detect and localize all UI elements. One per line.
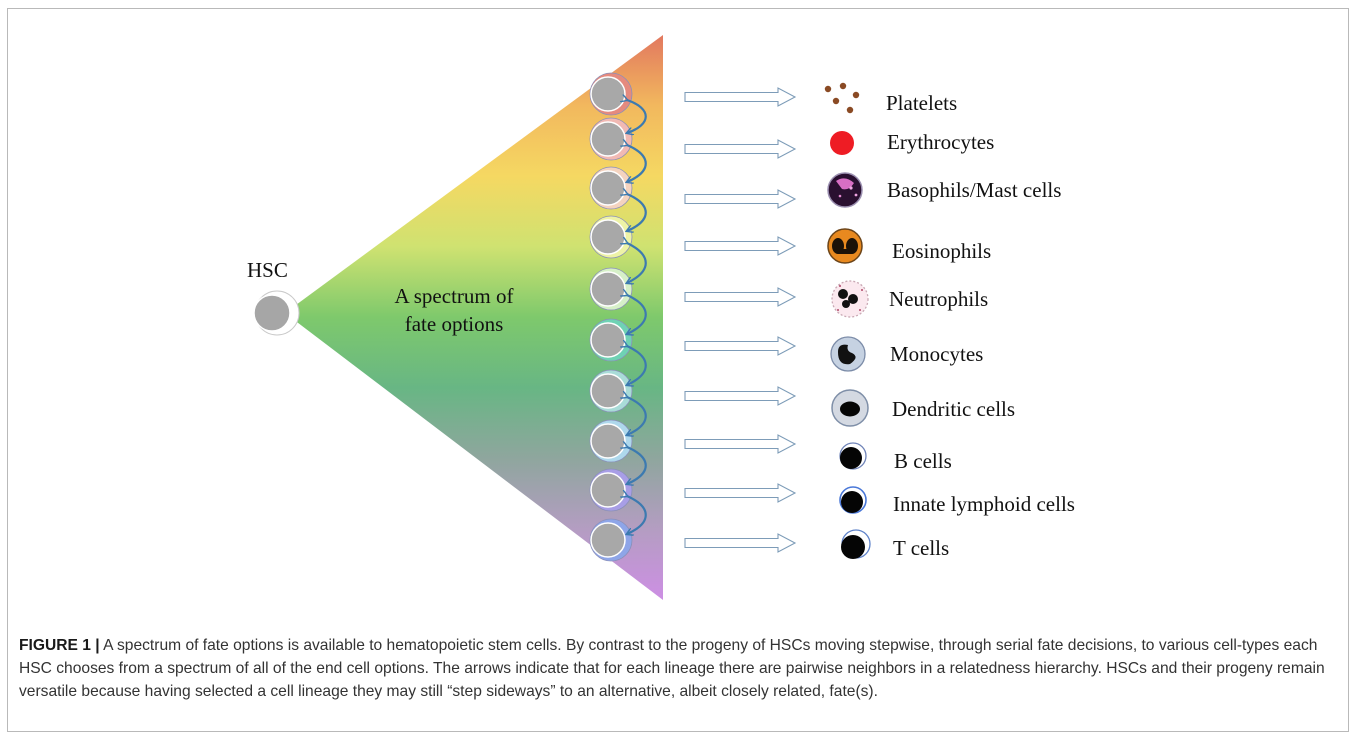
- monocyte-icon: [830, 336, 866, 372]
- cell-type-label: Neutrophils: [889, 287, 988, 311]
- figure-caption: FIGURE 1 | A spectrum of fate options is…: [19, 634, 1337, 703]
- fate-arrow: [684, 236, 797, 256]
- basophil-icon: [827, 172, 863, 208]
- sideways-arrow: [627, 295, 647, 334]
- hsc-label: HSC: [247, 258, 288, 282]
- cell-type-label: Dendritic cells: [892, 397, 1015, 421]
- fate-diagram: HSC A spectrum of fate options: [247, 35, 1075, 600]
- fate-arrow: [684, 533, 797, 553]
- spectrum-label-line2: fate options: [405, 312, 504, 336]
- sideways-arrow: [627, 100, 647, 133]
- figure-number: FIGURE 1 |: [19, 637, 100, 654]
- cell-type-label: B cells: [894, 449, 952, 473]
- platelets-icon: [824, 82, 860, 114]
- fate-arrows: [684, 87, 797, 553]
- b-cell-icon: [839, 442, 867, 470]
- cell-type-label: Monocytes: [890, 342, 983, 366]
- caption-text: A spectrum of fate options is available …: [19, 637, 1325, 700]
- progenitor-cell: [589, 419, 633, 463]
- cell-type-label: Eosinophils: [892, 239, 991, 263]
- cell-type-label: Basophils/Mast cells: [887, 178, 1061, 202]
- sideways-arrows: [627, 100, 647, 534]
- neutrophil-icon: [831, 280, 869, 318]
- progenitor-cell: [589, 117, 633, 161]
- sideways-arrow: [627, 496, 647, 534]
- erythrocyte-icon: [830, 131, 854, 155]
- t-cell-icon: [841, 529, 871, 559]
- cell-type-labels: Platelets Erythrocytes Basophils/Mast ce…: [886, 91, 1075, 560]
- progenitor-cell: [589, 267, 633, 311]
- fate-arrow: [684, 483, 797, 503]
- progenitor-cell: [589, 318, 633, 362]
- progenitor-cell: [589, 166, 633, 210]
- dendritic-cell-icon: [831, 389, 869, 427]
- progenitor-cell: [589, 369, 633, 413]
- sideways-arrow: [627, 243, 647, 283]
- eosinophil-icon: [827, 228, 863, 264]
- fate-arrow: [684, 87, 797, 107]
- cell-type-label: Innate lymphoid cells: [893, 492, 1075, 516]
- hsc-cell: [253, 290, 300, 336]
- fate-arrow: [684, 287, 797, 307]
- innate-lymphoid-cell-icon: [839, 486, 867, 514]
- cell-type-label: T cells: [893, 536, 949, 560]
- progenitor-cell: [589, 215, 633, 259]
- progenitor-cell: [589, 72, 633, 116]
- spectrum-label-line1: A spectrum of: [395, 284, 514, 308]
- progenitor-cell: [589, 518, 633, 562]
- cell-type-label: Platelets: [886, 91, 957, 115]
- figure-frame: [7, 8, 1349, 732]
- fate-arrow: [684, 189, 797, 209]
- sideways-arrow: [627, 145, 647, 182]
- sideways-arrow: [627, 346, 647, 385]
- fate-arrow: [684, 386, 797, 406]
- cell-type-label: Erythrocytes: [887, 130, 994, 154]
- sideways-arrow: [627, 194, 647, 231]
- fate-spectrum-triangle: [285, 35, 663, 600]
- fate-arrow: [684, 139, 797, 159]
- fate-arrow: [684, 336, 797, 356]
- sideways-arrow: [627, 397, 647, 435]
- sideways-arrow: [627, 447, 647, 484]
- fate-arrow: [684, 434, 797, 454]
- progenitor-cell: [589, 468, 633, 512]
